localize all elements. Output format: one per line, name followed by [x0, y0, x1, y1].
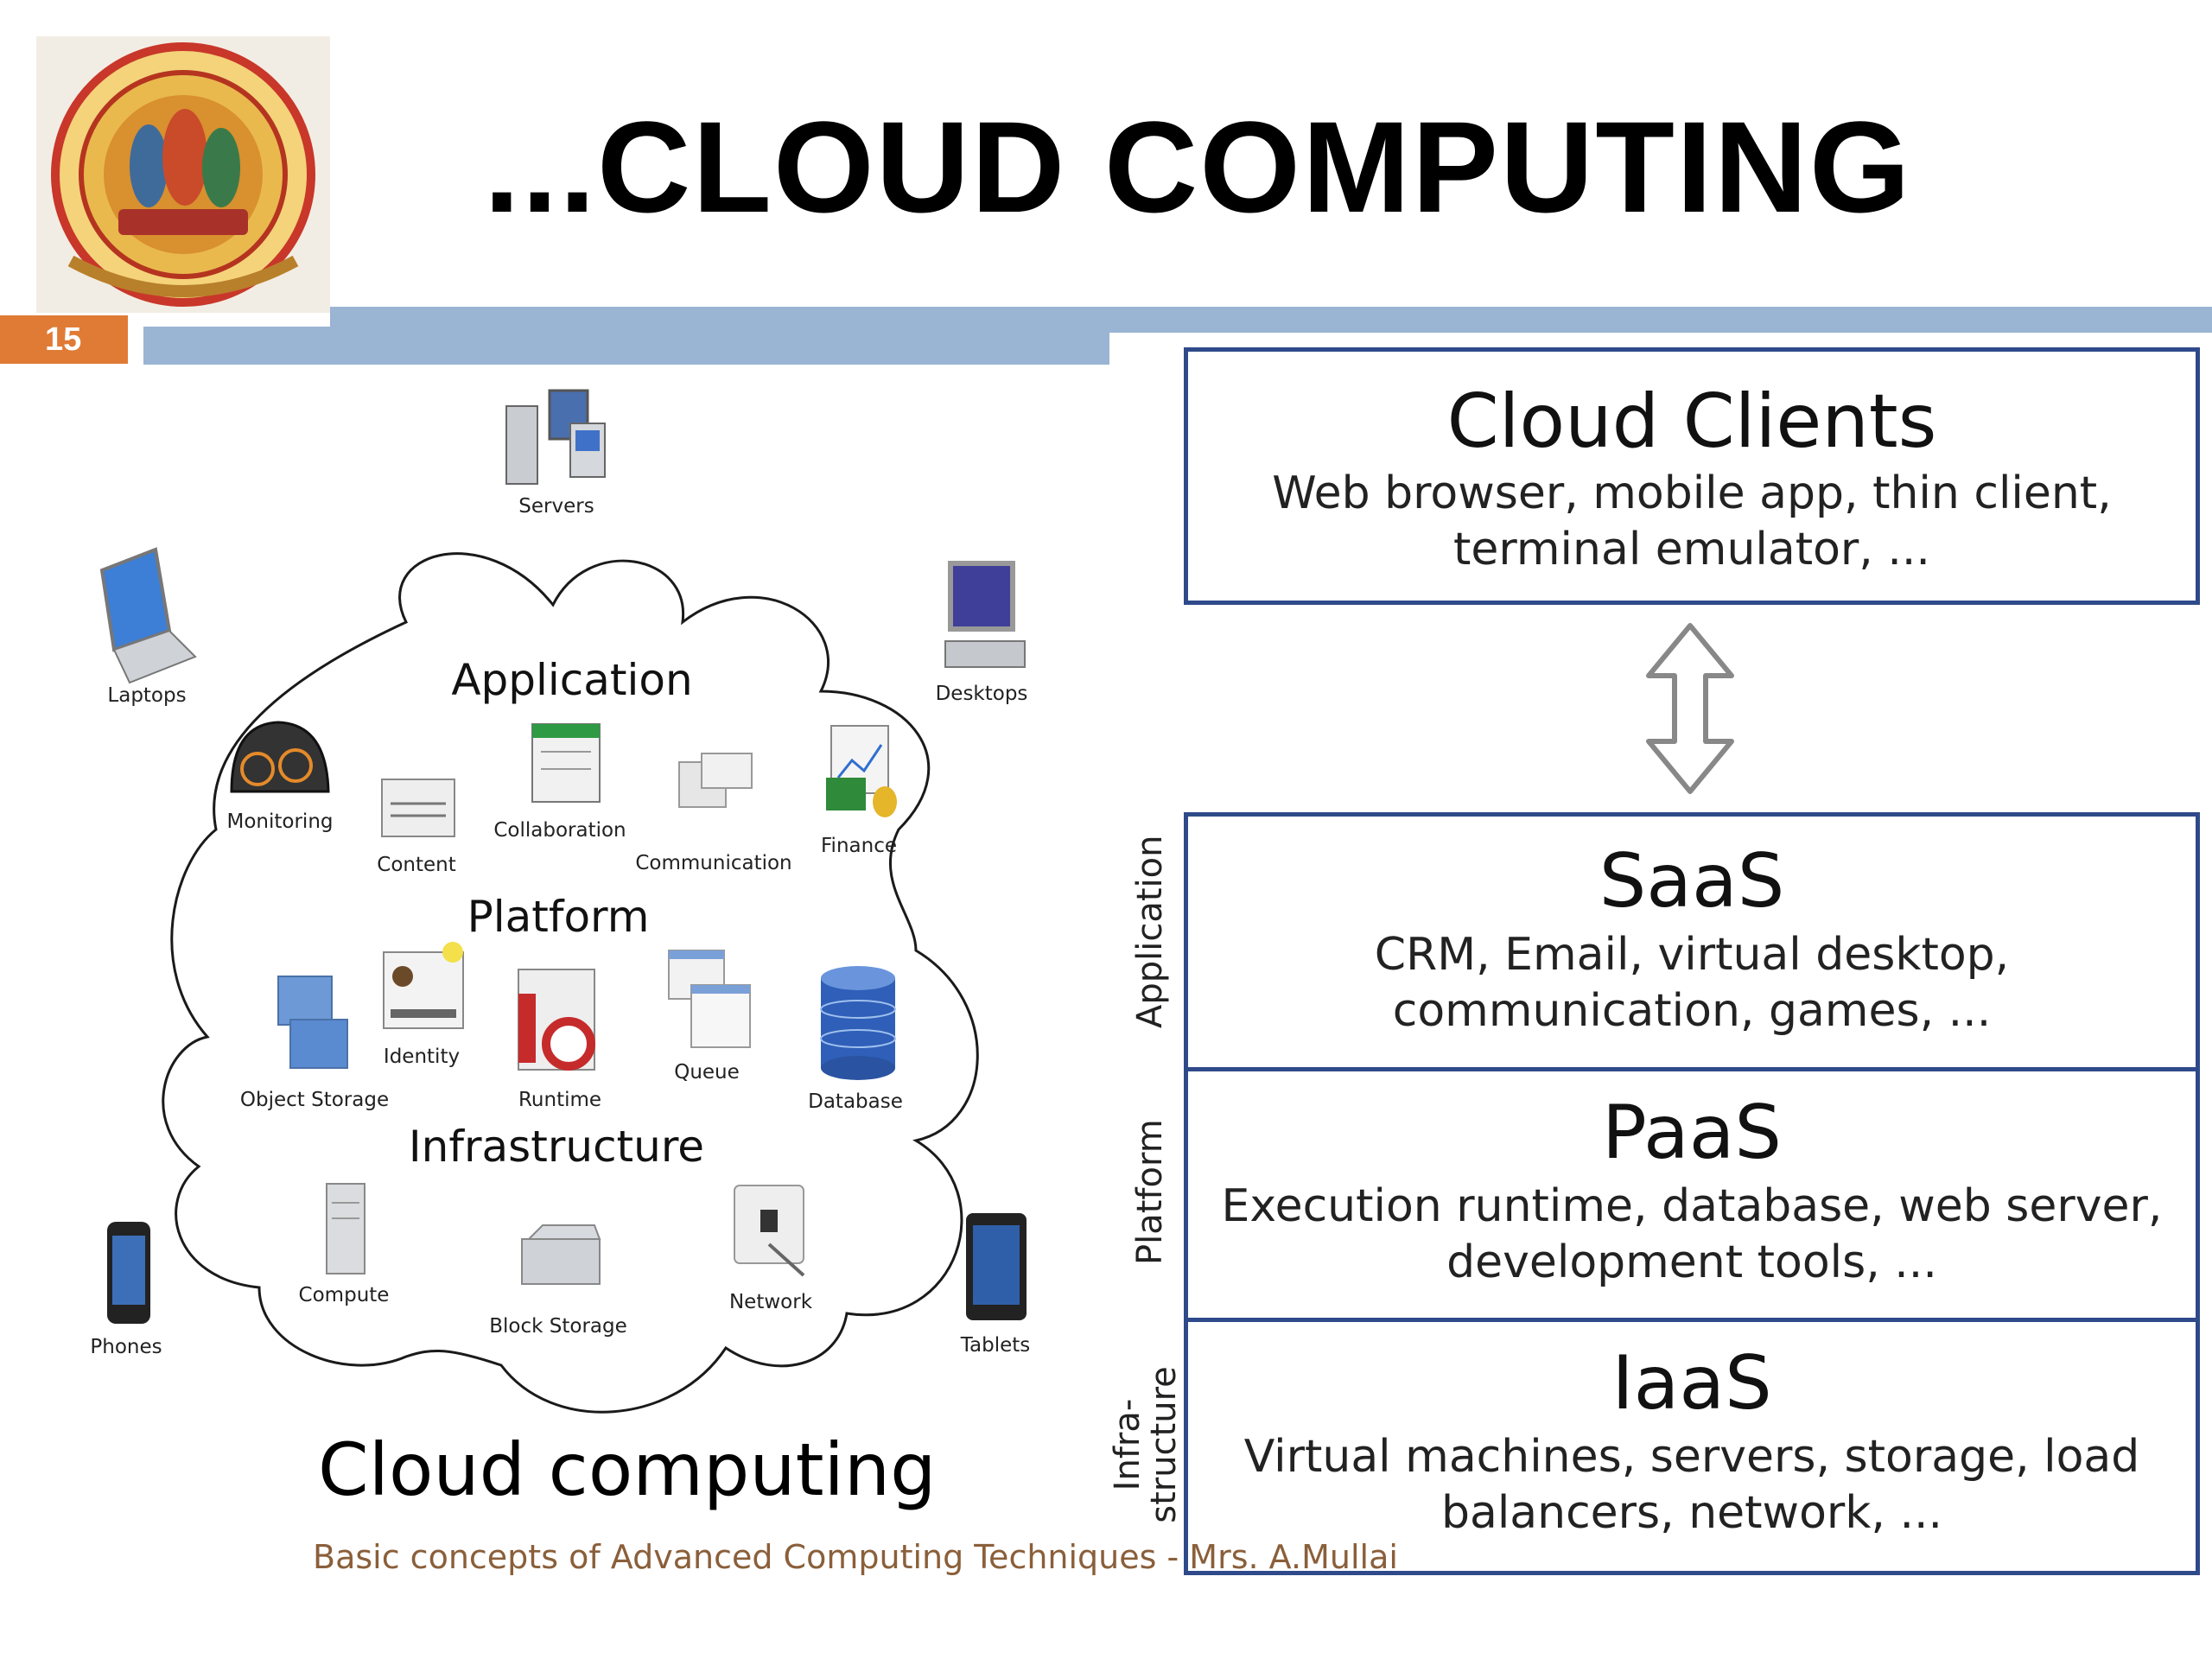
finance-label: Finance [821, 835, 897, 857]
diagram-caption: Cloud computing [318, 1427, 937, 1512]
monitoring-icon [230, 721, 330, 793]
chat-bubbles-icon [678, 753, 753, 808]
servers-icon [505, 389, 606, 485]
database-label: Database [808, 1090, 903, 1113]
slide-number: 15 [45, 321, 82, 358]
communication-label: Communication [635, 852, 792, 874]
desktops-label: Desktops [935, 683, 1028, 705]
compute-server-icon [326, 1183, 365, 1274]
database-icon [820, 966, 896, 1080]
finance-chart-icon [826, 725, 897, 817]
cloud-clients-box: Cloud Clients Web browser, mobile app, t… [1184, 347, 2200, 605]
paas-title: PaaS [1602, 1090, 1782, 1176]
double-arrow-icon [1646, 623, 1734, 794]
infrastructure-side-label: Infra- structure [1108, 1358, 1189, 1531]
content-label: Content [377, 854, 456, 876]
application-side-label: Application [1130, 835, 1170, 1029]
platform-section-label: Platform [467, 892, 650, 942]
cloud-diagram [99, 389, 1027, 1414]
runtime-disc-icon [518, 969, 595, 1071]
block-storage-icon [521, 1224, 601, 1285]
laptop-icon [99, 547, 197, 684]
runtime-label: Runtime [518, 1089, 602, 1111]
slide-footer: Basic concepts of Advanced Computing Tec… [313, 1538, 1398, 1576]
iaas-title: IaaS [1611, 1340, 1772, 1427]
infrastructure-side-line1: Infra- [1108, 1398, 1147, 1491]
title-rule-bar [143, 327, 1109, 365]
servers-label: Servers [518, 495, 594, 518]
network-icon [734, 1185, 805, 1277]
saas-box: SaaS CRM, Email, virtual desktop, commun… [1184, 812, 2200, 1071]
news-icon [381, 779, 455, 837]
desktop-icon [944, 561, 1026, 668]
identity-label: Identity [383, 1046, 461, 1068]
phone-icon [107, 1222, 150, 1324]
college-logo [36, 36, 330, 313]
slide-number-box: 15 [0, 315, 128, 364]
tablets-label: Tablets [960, 1334, 1031, 1357]
folder-icon [277, 976, 348, 1069]
collaboration-label: Collaboration [493, 819, 626, 842]
infrastructure-section-label: Infrastructure [408, 1122, 705, 1172]
queue-windows-icon [668, 950, 751, 1048]
monitoring-label: Monitoring [226, 810, 334, 833]
id-card-icon [383, 942, 464, 1029]
queue-label: Queue [674, 1061, 740, 1084]
paas-box: PaaS Execution runtime, database, web se… [1184, 1067, 2200, 1322]
saas-desc: CRM, Email, virtual desktop, communicati… [1374, 929, 2010, 1038]
network-label: Network [728, 1291, 813, 1313]
block-storage-label: Block Storage [489, 1315, 627, 1338]
platform-side-label: Platform [1130, 1119, 1170, 1265]
object-storage-label: Object Storage [239, 1089, 390, 1111]
laptops-label: Laptops [107, 684, 187, 707]
paas-desc: Execution runtime, database, web server,… [1221, 1180, 2163, 1289]
cloud-clients-title: Cloud Clients [1446, 378, 1937, 465]
saas-title: SaaS [1599, 838, 1785, 925]
calendar-icon [531, 723, 601, 803]
tablet-icon [966, 1213, 1027, 1320]
compute-label: Compute [298, 1284, 390, 1306]
slide-title: ...CLOUD COMPUTING [484, 94, 1912, 239]
phones-label: Phones [90, 1336, 162, 1358]
application-section-label: Application [451, 655, 693, 705]
infrastructure-side-line2: structure [1144, 1366, 1184, 1523]
iaas-box: IaaS Virtual machines, servers, storage,… [1184, 1318, 2200, 1575]
cloud-clients-desc: Web browser, mobile app, thin client, te… [1272, 467, 2112, 576]
iaas-desc: Virtual machines, servers, storage, load… [1243, 1431, 2140, 1540]
